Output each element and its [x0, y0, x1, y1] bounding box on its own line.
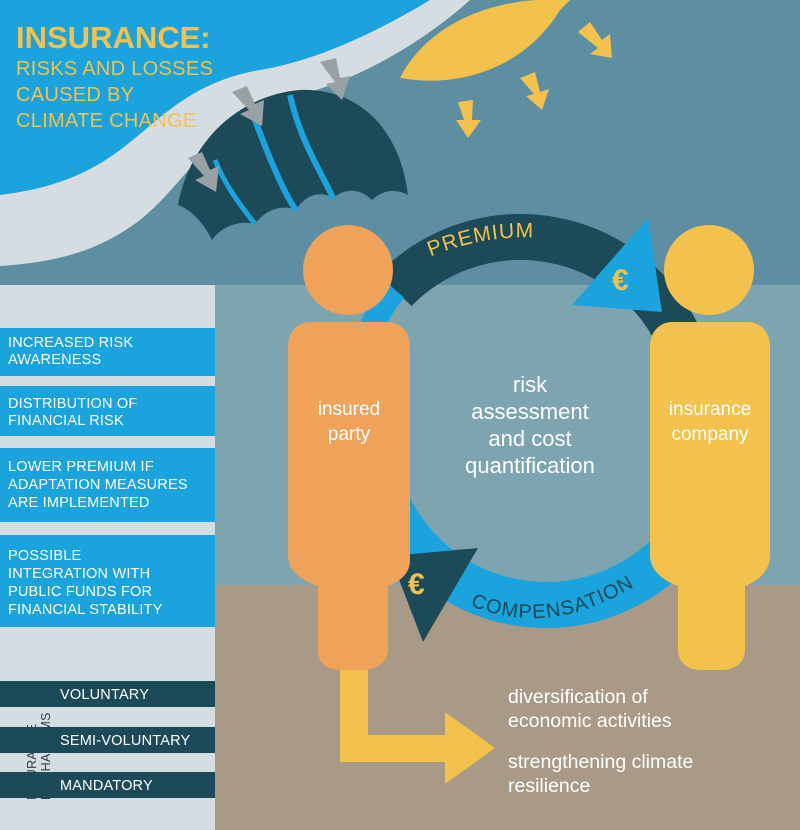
header-subtitle-line-3: CLIMATE CHANGE	[16, 110, 197, 132]
benefit-box	[0, 448, 215, 522]
benefit-text: AWARENESS	[8, 352, 101, 368]
center-line-2: assessment	[471, 399, 588, 424]
sun-icon	[400, 0, 570, 81]
insurance-mechanisms: INSURANCE MECHANISMS VOLUNTARY SEMI-VOLU…	[0, 681, 215, 800]
sun-arrow-icon	[578, 22, 612, 58]
insurer-label-line-1: insurance	[669, 399, 751, 420]
outcome-1-line-2: economic activities	[508, 710, 672, 732]
mechanism-mandatory: MANDATORY	[60, 778, 153, 794]
insurer-body	[650, 322, 770, 670]
sun-ray-arrows	[456, 22, 612, 138]
center-line-4: quantification	[465, 453, 595, 478]
mechanism-bar	[0, 772, 215, 798]
header-title: INSURANCE:	[16, 20, 211, 55]
header-subtitle-line-1: RISKS AND LOSSES	[16, 58, 213, 80]
benefit-text: DISTRIBUTION OF	[8, 396, 137, 412]
sun-arrow-icon	[520, 72, 549, 110]
insured-label-line-1: insured	[318, 399, 380, 420]
insured-body	[288, 322, 410, 670]
benefit-text: ARE IMPLEMENTED	[8, 495, 150, 511]
mechanism-semi-voluntary: SEMI-VOLUNTARY	[60, 733, 190, 749]
benefit-boxes: INCREASED RISK AWARENESS DISTRIBUTION OF…	[0, 328, 215, 627]
cloud-wave	[0, 0, 470, 266]
insured-head	[303, 225, 393, 315]
benefit-text: INCREASED RISK	[8, 335, 133, 351]
benefit-text: FINANCIAL STABILITY	[8, 602, 163, 618]
benefit-text: POSSIBLE	[8, 548, 81, 564]
premium-euro-icon: €	[612, 264, 629, 297]
mechanism-bar	[0, 727, 215, 753]
compensation-arc	[367, 494, 696, 628]
rain-arrow-icon	[188, 152, 219, 192]
premium-arrowhead	[572, 218, 662, 312]
center-line-3: and cost	[488, 426, 571, 451]
sky-wave	[0, 0, 430, 195]
benefit-text: ADAPTATION MEASURES	[8, 477, 188, 493]
benefit-text: FINANCIAL RISK	[8, 413, 124, 429]
insurance-company-figure: insurance company	[650, 225, 770, 670]
insurer-head	[664, 225, 754, 315]
insured-party-figure: insured party	[288, 225, 410, 670]
rain-arrow-icon	[232, 86, 264, 126]
rain-arrows	[188, 58, 350, 192]
mechanism-voluntary: VOLUNTARY	[60, 687, 149, 703]
benefit-box	[0, 386, 215, 436]
outcome-2-line-1: strengthening climate	[508, 751, 693, 773]
insurer-label-line-2: company	[671, 424, 749, 445]
compensation-arrowhead	[390, 548, 478, 642]
rain-arrow-icon	[320, 58, 350, 100]
outcome-1-line-1: diversification of	[508, 686, 648, 708]
compensation-euro-icon: €	[408, 568, 425, 601]
center-line-1: risk	[513, 372, 548, 397]
benefit-box	[0, 328, 215, 376]
benefit-text: INTEGRATION WITH	[8, 566, 150, 582]
outcome-2-line-2: resilience	[508, 775, 590, 797]
header-subtitle-line-2: CAUSED BY	[16, 84, 134, 106]
mechanism-bar	[0, 681, 215, 707]
benefit-text: PUBLIC FUNDS FOR	[8, 584, 152, 600]
insured-label-line-2: party	[328, 424, 371, 445]
sun-arrow-icon	[456, 100, 481, 138]
benefit-box	[0, 535, 215, 627]
benefit-text: LOWER PREMIUM IF	[8, 459, 154, 475]
outcome-arrow	[340, 660, 495, 784]
